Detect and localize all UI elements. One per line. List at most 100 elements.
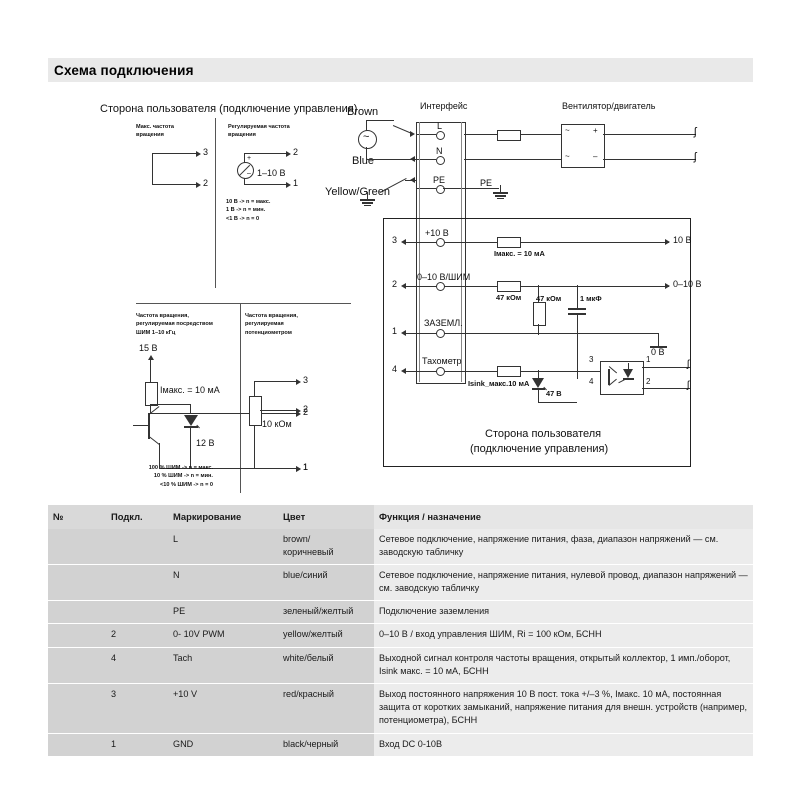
- motor-title: Вентилятор/двигатель: [562, 101, 656, 111]
- mains-pe-arrow: [410, 177, 415, 183]
- cell-color: blue/синий: [278, 564, 374, 602]
- cell-mark: L: [168, 528, 278, 565]
- wiring-table: № Подкл. Маркирование Цвет Функция / наз…: [48, 505, 753, 757]
- panel3-pin-bottom: 1: [303, 462, 309, 472]
- control-pin2-arrow: [401, 283, 406, 289]
- panel4-pin-bottom: 1: [303, 462, 309, 472]
- column-header-func: Функция / назначение: [374, 505, 753, 529]
- tach-zener-triangle: [532, 378, 544, 388]
- table-row: 4 Tach white/белый Выходной сигнал контр…: [48, 647, 753, 685]
- cell-conn: [106, 600, 168, 625]
- table-row: L brown/ коричневый Сетевое подключение,…: [48, 528, 753, 565]
- panel1-wire-bottom: [152, 184, 198, 186]
- interface-L-wire: [416, 134, 436, 136]
- cell-conn: 1: [106, 733, 168, 757]
- cell-num: [48, 564, 106, 602]
- line-fuse: [497, 130, 521, 141]
- column-header-mark: Маркирование: [168, 505, 278, 529]
- panel4-wiper-wire: [260, 410, 298, 412]
- panel-divider-horizontal: [136, 303, 351, 305]
- control-pin-1: 1: [392, 326, 398, 336]
- terminal-PE-label: PE: [433, 175, 446, 185]
- mains-blue-arrow: [410, 156, 415, 162]
- cell-color: brown/ коричневый: [278, 528, 374, 565]
- terminal-gnd-label: ЗАЗЕМЛ.: [424, 318, 463, 328]
- cell-func: Подключение заземления: [374, 600, 753, 625]
- panel1-arrow-top: [196, 150, 201, 157]
- panel2-source-circle: [237, 162, 254, 179]
- panel3-transistor-base-lead: [133, 425, 148, 427]
- pe-out-wire: [443, 188, 499, 190]
- panel1-pin-bottom: 2: [203, 178, 209, 188]
- cell-mark: N: [168, 564, 278, 602]
- mains-brown-top: [366, 120, 394, 122]
- table-row: 3 +10 V red/красный Выход постоянного на…: [48, 683, 753, 734]
- opto-out-top-terminal-icon: ʃ: [687, 359, 690, 370]
- control-pin-2: 2: [392, 279, 398, 289]
- capacitor-label: 1 мкФ: [580, 294, 602, 303]
- resistor-imax-label: Iмакс. = 10 мА: [494, 249, 545, 258]
- panel4-arrow-top: [296, 378, 301, 385]
- opto-pin-4-label: 4: [589, 377, 594, 386]
- pe-ground-stem: [500, 185, 502, 193]
- opto-out-top-wire: [642, 367, 690, 369]
- panel3-pin-mid: 2: [303, 407, 309, 417]
- cell-mark: +10 V: [168, 683, 278, 734]
- panel4-pin-mid: 2: [303, 404, 309, 414]
- panel3-zener-triangle: [184, 415, 198, 426]
- terminal-gnd: [436, 329, 445, 338]
- control-0v-drop: [658, 333, 660, 346]
- cell-color: yellow/желтый: [278, 623, 374, 648]
- cap-plate-bottom: [568, 313, 586, 315]
- panel1-wire-vertical: [152, 153, 154, 185]
- opto-transistor-base: [608, 369, 610, 385]
- mains-ground-bar1: [360, 199, 375, 201]
- panel3-zener-bar: [184, 426, 198, 428]
- mains-blue-label: Blue: [352, 155, 375, 167]
- bridge-top-right-symbol: +: [593, 126, 598, 135]
- panel3-zener-bar-hook: [196, 424, 200, 429]
- user-side-control-box: [383, 218, 691, 467]
- panel2-pin-bottom: 1: [293, 178, 299, 188]
- resistor-47k-series: [497, 281, 521, 292]
- control-0v-bar: [650, 346, 667, 348]
- resistor-47k-series-label: 47 кОм: [496, 293, 522, 302]
- control-pin4-arrow: [401, 368, 406, 374]
- cell-num: [48, 647, 106, 685]
- terminal-pwm: [436, 282, 445, 291]
- panel3-zener-top-tap: [150, 404, 191, 406]
- motor-out-top-wire: [603, 134, 696, 136]
- panel3-notes: 100 % ШИМ -> n = макс. 10 % ШИМ -> n = м…: [148, 465, 213, 488]
- cap-wire-top: [577, 285, 579, 308]
- opto-pin-3-label: 3: [589, 355, 594, 364]
- cap-plate-top: [568, 308, 586, 310]
- shunt-47k-wire-bottom: [538, 324, 540, 335]
- panel2-notes: 10 В -> n = макс. 1 В -> n = мин. <1 В -…: [226, 199, 271, 222]
- terminal-tach-label: Тахометр: [422, 356, 462, 366]
- cell-conn: [106, 528, 168, 565]
- panel2-pin-top: 2: [293, 147, 299, 157]
- panel2-plus-sign: +: [247, 155, 252, 162]
- mains-ground-bar2: [362, 202, 373, 204]
- panel3-resistor: [145, 382, 158, 406]
- cell-func: 0–10 В / вход управления ШИМ, Ri = 100 к…: [374, 623, 753, 648]
- table-header-row: № Подкл. Маркирование Цвет Функция / наз…: [48, 505, 753, 529]
- section-header: Схема подключения: [48, 58, 753, 82]
- table-row: N blue/синий Сетевое подключение, напряж…: [48, 564, 753, 602]
- rectifier-bridge: [561, 124, 605, 168]
- bridge-bottom-left-symbol: ~: [565, 152, 570, 161]
- panel3-mid-wire: [150, 404, 152, 414]
- cell-color: зеленый/желтый: [278, 600, 374, 625]
- panel4-wire-bottom: [254, 468, 298, 470]
- panel4-wire-top: [254, 381, 298, 383]
- control-pin3-arrow: [401, 239, 406, 245]
- panel2-wire-bottom: [244, 184, 288, 186]
- panel4-arrow-mid: [296, 407, 301, 414]
- cap-wire-bottom: [577, 314, 579, 379]
- cell-conn: 4: [106, 647, 168, 685]
- mains-ground-stem: [367, 192, 369, 200]
- control-out-0-10v-label: 0–10 В: [673, 279, 702, 289]
- cell-func: Сетевое подключение, напряжение питания,…: [374, 564, 753, 602]
- table-body: L brown/ коричневый Сетевое подключение,…: [48, 528, 753, 757]
